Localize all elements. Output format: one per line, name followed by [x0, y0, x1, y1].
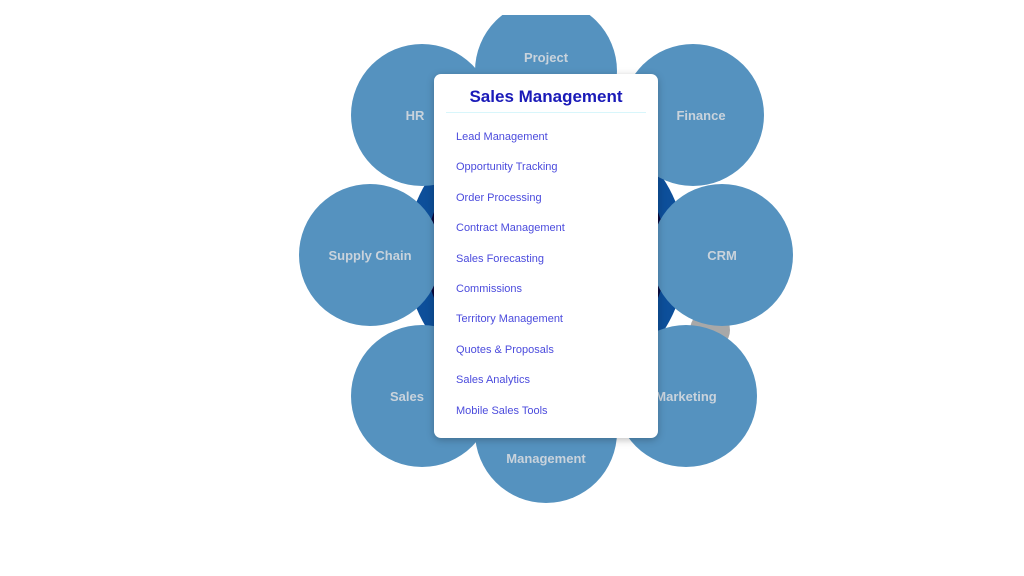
petal-label: CRM: [707, 247, 737, 263]
petal-crm[interactable]: CRM: [651, 184, 793, 326]
petal-label: Supply Chain: [328, 247, 412, 263]
menu-item-territory-management[interactable]: Territory Management: [456, 313, 563, 326]
petal-label: Management: [506, 451, 586, 466]
menu-item-commissions[interactable]: Commissions: [456, 282, 523, 295]
menu-item-sales-analytics[interactable]: Sales Analytics: [456, 374, 530, 387]
module-popup: Sales Management Lead Management Opportu…: [434, 74, 658, 438]
petal-label: Finance: [676, 107, 726, 123]
popup-title: Sales Management: [469, 87, 623, 106]
divider: [446, 112, 646, 113]
petal-supply-chain[interactable]: Supply Chain: [299, 184, 441, 326]
menu-item-lead-management[interactable]: Lead Management: [456, 131, 548, 143]
petal-label: Sales: [390, 388, 424, 404]
menu-item-mobile-sales-tools[interactable]: Mobile Sales Tools: [456, 404, 548, 417]
petal-label: Project: [523, 50, 569, 65]
petal-label: Marketing: [655, 388, 717, 404]
menu-item-sales-forecasting[interactable]: Sales Forecasting: [456, 252, 545, 265]
menu-item-opportunity-tracking[interactable]: Opportunity Tracking: [456, 161, 558, 174]
petal-label: HR: [405, 107, 425, 123]
popup-item-list: Lead Management Opportunity Tracking Ord…: [456, 131, 565, 435]
menu-item-quotes-proposals[interactable]: Quotes & Proposals: [456, 343, 554, 356]
menu-item-order-processing[interactable]: Order Processing: [456, 191, 542, 204]
menu-item-contract-management[interactable]: Contract Management: [456, 222, 565, 235]
